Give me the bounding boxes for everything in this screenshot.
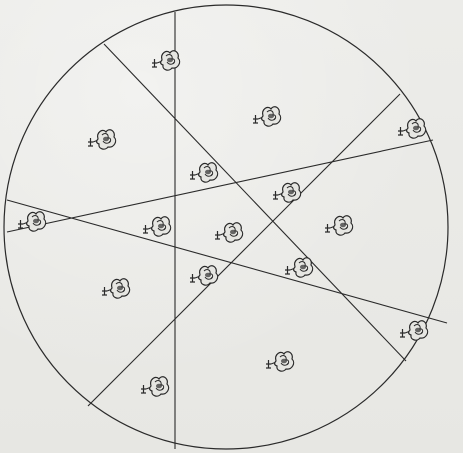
tree-icon bbox=[102, 279, 130, 298]
tree-icon bbox=[152, 51, 180, 70]
tree-icon bbox=[253, 107, 281, 126]
tree-icon bbox=[215, 223, 243, 242]
tree-icon bbox=[325, 216, 353, 235]
tree-icon bbox=[143, 217, 171, 236]
tree-icon bbox=[273, 183, 301, 202]
cut-line-shallow-down bbox=[7, 200, 447, 323]
tree-icon bbox=[266, 352, 294, 371]
tree-icon bbox=[141, 377, 169, 396]
plants bbox=[18, 51, 428, 396]
cut-line-diagonal-up bbox=[88, 94, 400, 406]
tree-icon bbox=[190, 163, 218, 182]
tree-icon bbox=[285, 258, 313, 277]
cut-line-diagonal-down bbox=[104, 44, 406, 361]
tree-icon bbox=[190, 266, 218, 285]
tree-icon bbox=[400, 321, 428, 340]
tree-icon bbox=[18, 212, 46, 231]
tree-icon bbox=[88, 130, 116, 149]
tree-icon bbox=[398, 119, 426, 138]
